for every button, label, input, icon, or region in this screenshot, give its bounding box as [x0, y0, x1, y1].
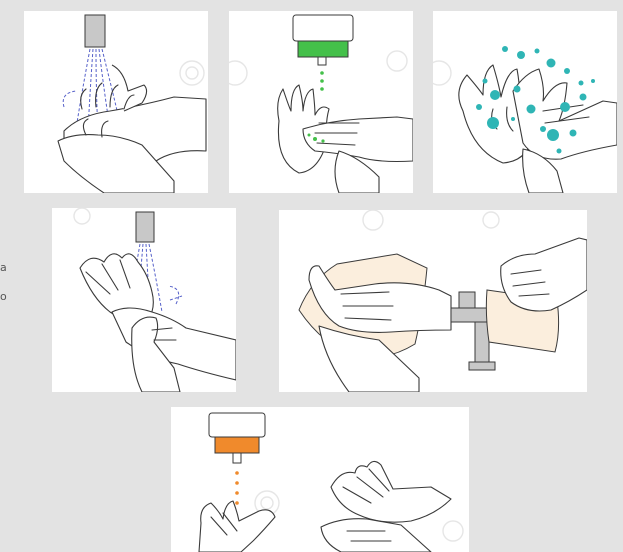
panel-wet-hands — [24, 11, 208, 193]
panel-sanitize — [171, 407, 469, 552]
edge-glyph-o: o — [0, 291, 7, 302]
panel-dry-towel — [279, 210, 587, 392]
panel-rinse-hands — [52, 208, 236, 392]
faucet-rinse-icon — [52, 208, 236, 392]
sanitizer-orange-icon — [171, 407, 469, 552]
paper-towel-icon — [279, 210, 587, 392]
panel-apply-soap — [229, 11, 413, 193]
germs-icon — [433, 11, 617, 193]
soap-dispenser-green-icon — [229, 11, 413, 193]
faucet-water-icon — [24, 11, 208, 193]
panel-scrub-germs — [433, 11, 617, 193]
edge-glyph-a: a — [0, 262, 7, 273]
